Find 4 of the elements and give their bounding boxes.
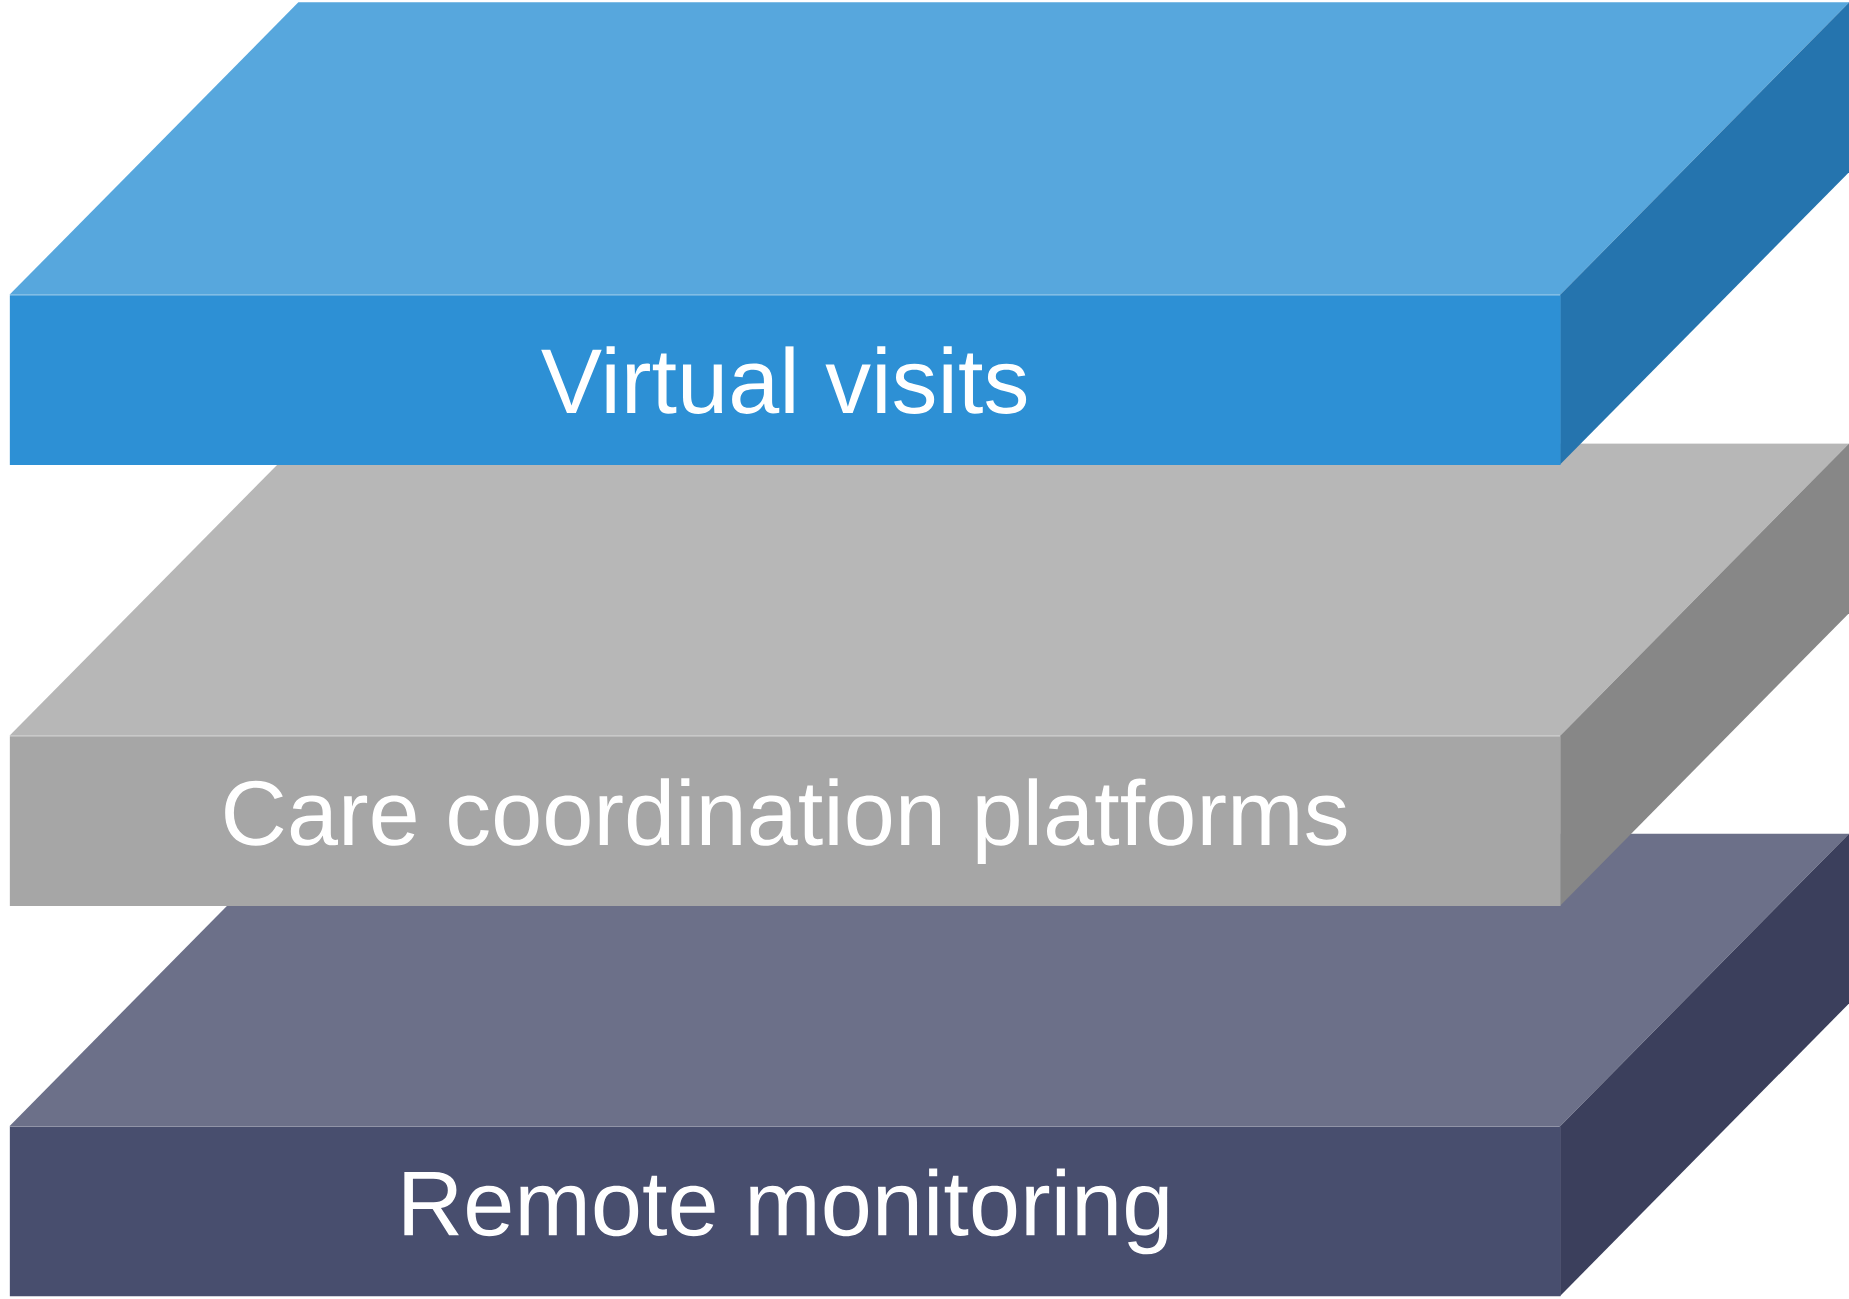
layer-slab: Care coordination platforms: [9, 443, 1849, 906]
node-label: Remote monitoring: [404, 1168, 1168, 1255]
node-label: Virtual visits: [541, 346, 1027, 414]
layer-slab: Virtual visits: [9, 2, 1849, 465]
